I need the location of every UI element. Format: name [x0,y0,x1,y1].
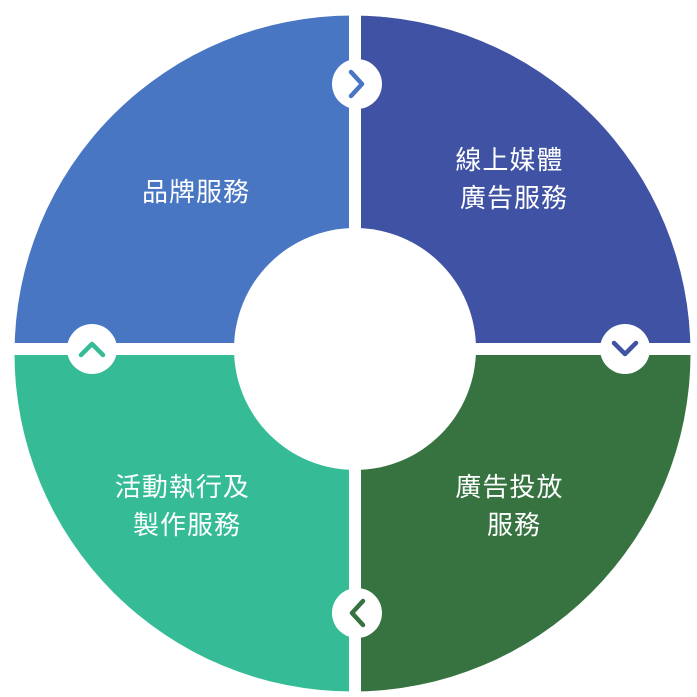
label-event-line-2: 製作服務 [133,511,241,541]
chevron-right-icon [348,69,365,99]
chevron-down-icon [611,340,639,357]
label-ad-placement: 廣告投放 服務 [455,473,572,541]
segment-event-production-services [14,353,353,692]
label-ad-placement-line-1: 廣告投放 [455,473,563,503]
chevron-up-icon [78,341,106,358]
label-online-media: 線上媒體 廣告服務 [455,146,572,214]
arrow-badge-right [600,324,650,374]
arrow-badge-bottom [332,588,382,638]
segment-ad-placement-services [352,353,691,692]
label-ad-placement-line-2: 服務 [487,511,541,541]
label-brand: 品牌服務 [142,178,250,208]
center-circle [234,228,476,470]
label-event: 活動執行及 製作服務 [115,473,259,541]
label-brand-line-1: 品牌服務 [142,178,250,208]
label-online-media-line-1: 線上媒體 [455,146,563,176]
arrow-badge-left [67,324,117,374]
arrow-badge-top [332,59,382,109]
label-online-media-line-2: 廣告服務 [460,184,568,214]
chevron-left-icon [349,598,366,628]
label-event-line-1: 活動執行及 [115,473,250,503]
